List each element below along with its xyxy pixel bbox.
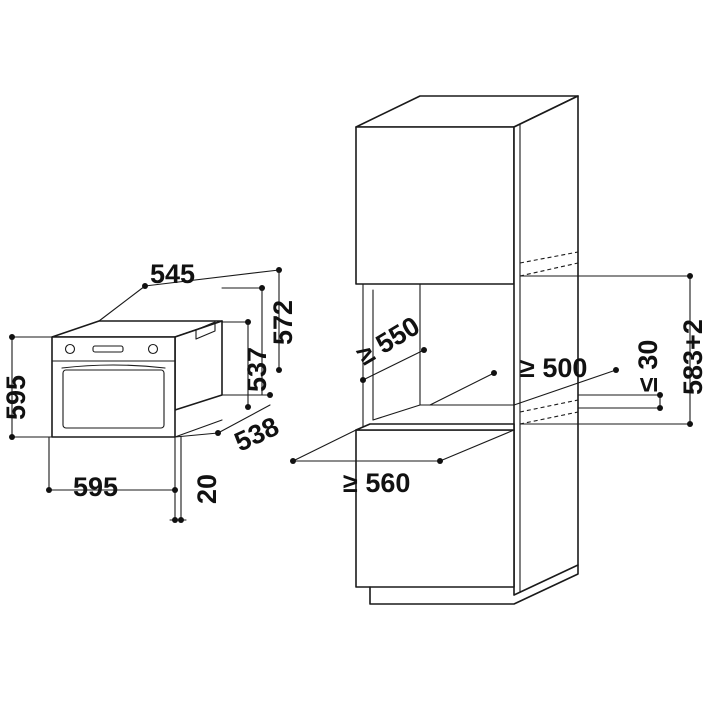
- dim-niche-width: ≥ 560: [343, 468, 410, 498]
- dim-538: 538: [230, 411, 284, 457]
- dim-back-gap: ≥ 500: [520, 353, 587, 383]
- dim-vent-gap: ≤ 30: [633, 340, 663, 392]
- dim-595-width: 595: [73, 472, 118, 502]
- cabinet-lower-front: [355, 429, 515, 588]
- cabinet-upper-front: [355, 126, 515, 285]
- dim-572: 572: [268, 300, 298, 345]
- dim-niche-height: 583+2: [678, 319, 704, 395]
- dim-545: 545: [150, 259, 195, 289]
- cabinet-lower-shelf: [355, 423, 515, 431]
- oven-knob-left: [64, 343, 76, 355]
- oven-door-window: [62, 369, 165, 429]
- oven-drawing: [51, 320, 223, 521]
- oven-handle: [61, 364, 166, 369]
- cabinet-plinth: [369, 564, 579, 605]
- dim-537: 537: [242, 347, 272, 392]
- cabinet-drawing: [355, 95, 579, 605]
- oven-display: [92, 345, 124, 353]
- oven-dimension-lines: [9, 267, 282, 523]
- oven-knob-right: [147, 343, 159, 355]
- dim-20: 20: [192, 474, 222, 504]
- cabinet-dimension-lines: [290, 273, 693, 464]
- dim-595-height: 595: [1, 375, 31, 420]
- oven-side-face: [174, 320, 223, 411]
- cabinet-side: [513, 95, 579, 596]
